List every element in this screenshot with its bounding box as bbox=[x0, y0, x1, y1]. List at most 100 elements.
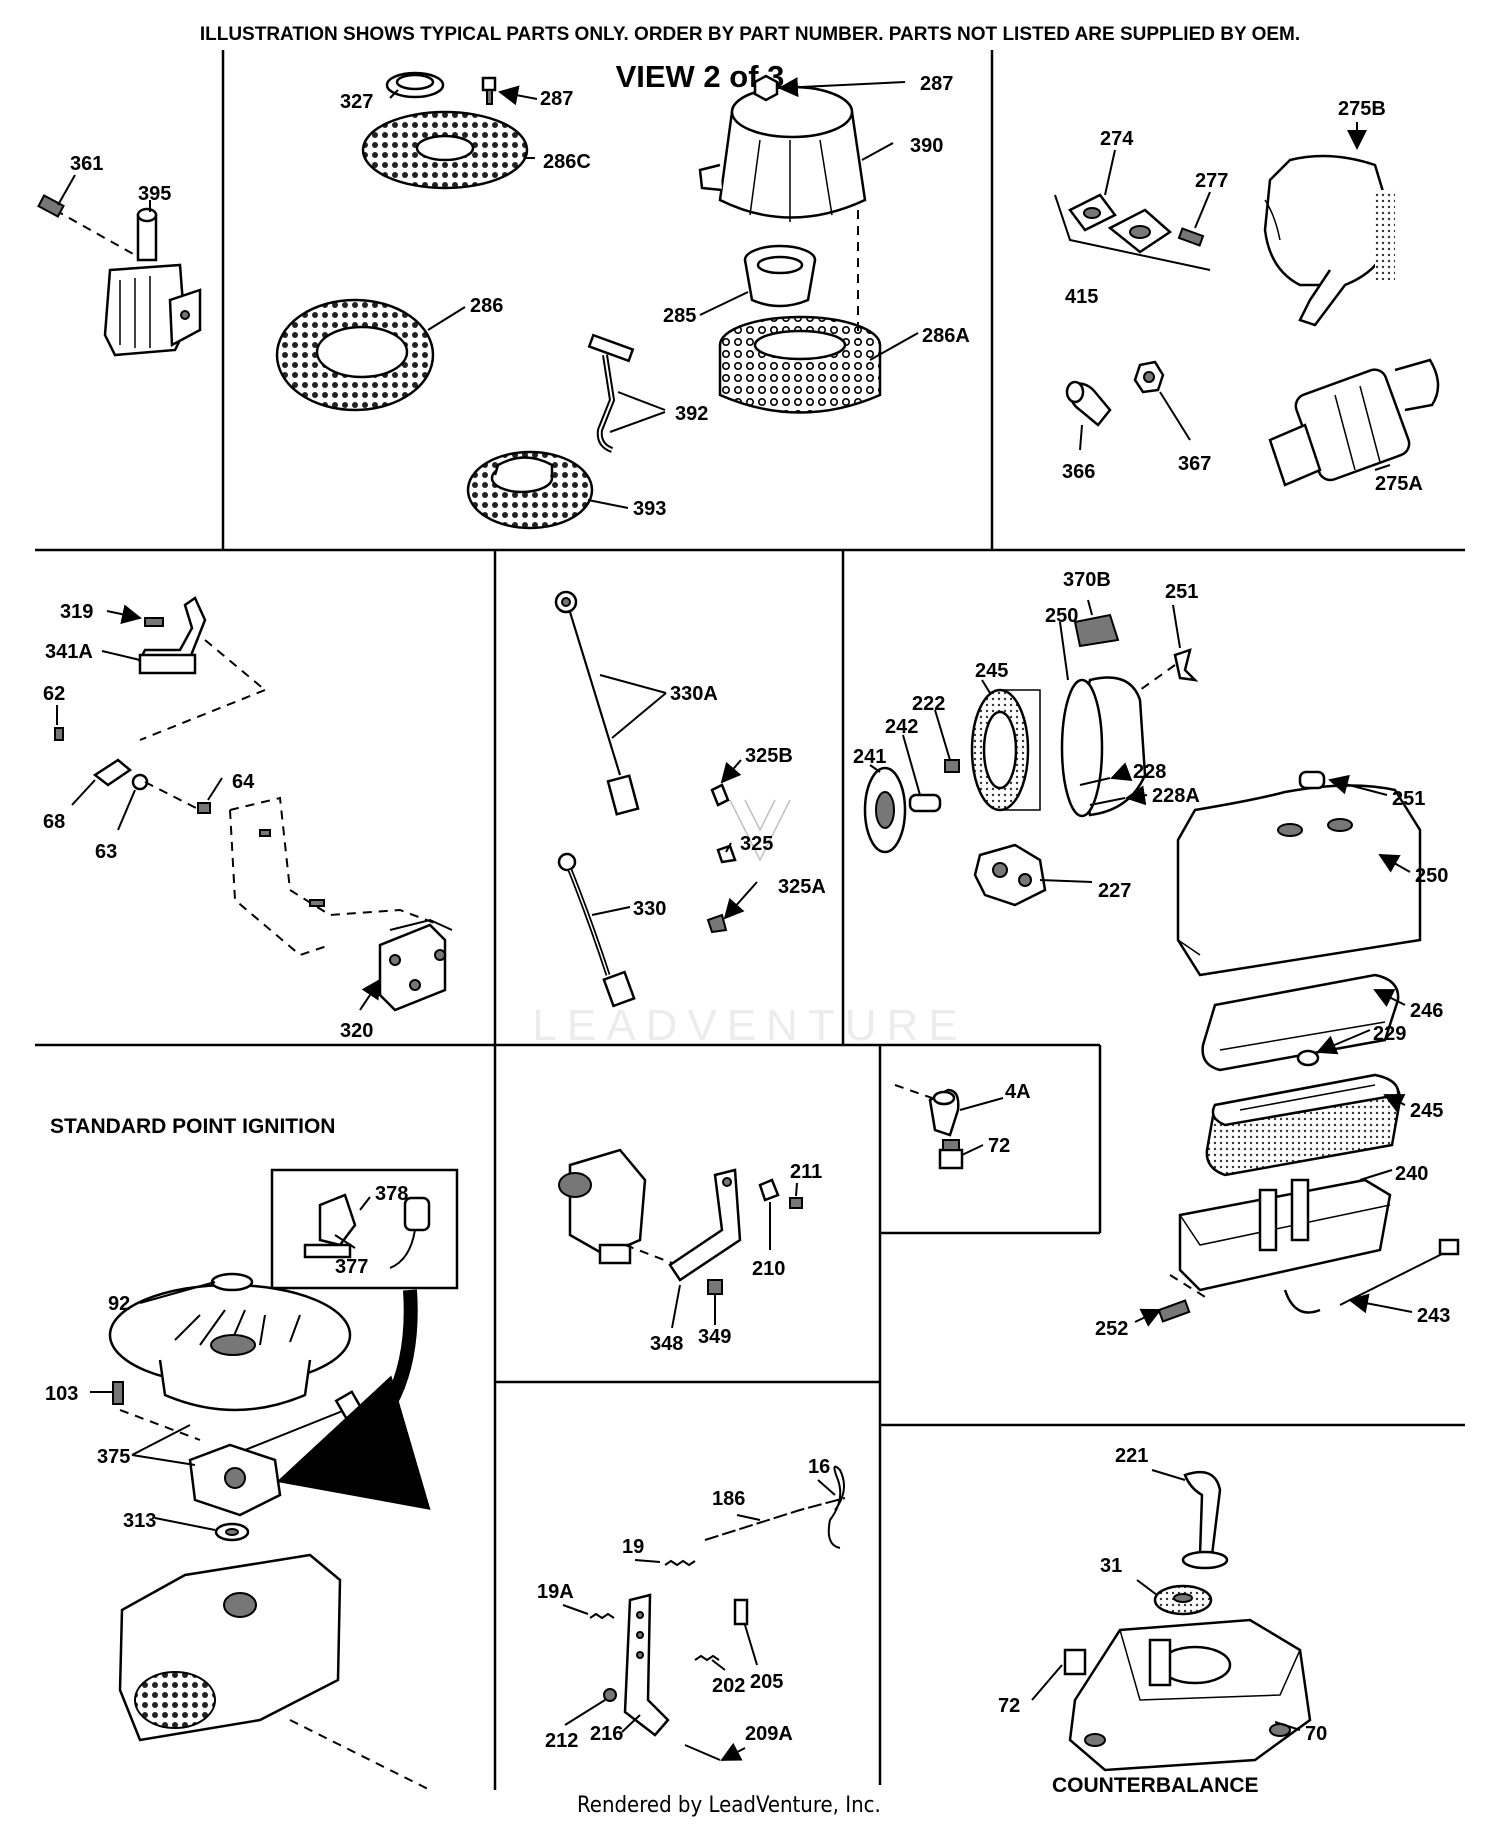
callout-labels: 361 395 327 287 286C 287 390 286 285 286… bbox=[43, 73, 1450, 1752]
base-plate-241 bbox=[863, 766, 907, 854]
section-label-counterbalance: COUNTERBALANCE bbox=[1052, 1774, 1259, 1797]
clips-325 bbox=[706, 783, 737, 934]
elbow-366 bbox=[1065, 380, 1112, 427]
callout-252: 252 bbox=[1095, 1318, 1128, 1340]
callout-341a: 341A bbox=[45, 641, 93, 663]
callout-72-fitting: 72 bbox=[988, 1135, 1010, 1157]
callout-370b: 370B bbox=[1063, 569, 1111, 591]
screw-349 bbox=[707, 1279, 723, 1295]
washer-313 bbox=[214, 1522, 250, 1542]
callout-228a: 228A bbox=[1152, 785, 1200, 807]
filter-element-245b bbox=[1205, 1073, 1402, 1177]
ignition-arrow bbox=[276, 1289, 431, 1510]
watermark-text: LEADVENTURE bbox=[532, 1001, 967, 1050]
wing-nut-251a bbox=[1139, 648, 1199, 691]
clip-68 bbox=[54, 727, 133, 787]
gasket-set-415 bbox=[1054, 193, 1211, 271]
callout-229: 229 bbox=[1373, 1023, 1406, 1045]
fitting-72a bbox=[938, 1139, 964, 1170]
crankcase-cover-70 bbox=[1068, 1618, 1312, 1772]
bolt-277 bbox=[1177, 227, 1205, 247]
governor-lever-320 bbox=[378, 918, 453, 1012]
breather-tube-392 bbox=[587, 333, 635, 453]
pre-cleaner-246 bbox=[1201, 973, 1400, 1072]
footer-rendered-by: Rendered by LeadVenture, Inc. bbox=[577, 1793, 881, 1818]
air-cleaner-base-240 bbox=[1178, 1178, 1392, 1314]
wing-nut-251b bbox=[1298, 770, 1326, 790]
throttle-bracket-348 bbox=[668, 1168, 742, 1282]
filter-element-285 bbox=[743, 244, 817, 308]
callout-212: 212 bbox=[545, 1730, 578, 1752]
screw-64 bbox=[197, 802, 211, 814]
callout-19a: 19A bbox=[537, 1581, 574, 1603]
callout-325: 325 bbox=[740, 833, 773, 855]
callout-392: 392 bbox=[675, 403, 708, 425]
filter-sleeve-250 bbox=[1060, 676, 1147, 818]
callout-68: 68 bbox=[43, 811, 65, 833]
filter-element-245a bbox=[970, 688, 1041, 812]
callout-325a: 325A bbox=[778, 876, 826, 898]
callout-375: 375 bbox=[97, 1446, 130, 1468]
bracket-227 bbox=[973, 843, 1047, 907]
callout-367: 367 bbox=[1178, 453, 1211, 475]
callout-286a: 286A bbox=[922, 325, 970, 347]
callout-393: 393 bbox=[633, 498, 666, 520]
callout-211: 211 bbox=[790, 1161, 822, 1183]
screw-287 bbox=[481, 76, 497, 105]
nut-367 bbox=[1133, 360, 1165, 394]
callout-216: 216 bbox=[590, 1723, 623, 1745]
engine-block bbox=[118, 1553, 431, 1791]
recoil-housing-390 bbox=[698, 74, 867, 222]
callout-243: 243 bbox=[1417, 1305, 1450, 1327]
callout-19: 19 bbox=[622, 1536, 644, 1558]
callout-330: 330 bbox=[633, 898, 666, 920]
governor-bracket-341a bbox=[137, 596, 266, 741]
callout-330a: 330A bbox=[670, 683, 718, 705]
choke-parts-242 bbox=[908, 759, 960, 813]
callout-227: 227 bbox=[1098, 880, 1131, 902]
points-inset-box bbox=[270, 1168, 459, 1290]
nut-212-screw-209a bbox=[603, 1688, 721, 1761]
spring-16 bbox=[827, 1465, 845, 1549]
callout-202: 202 bbox=[712, 1675, 745, 1697]
decal-370b bbox=[1073, 613, 1120, 648]
callout-287-recoil: 287 bbox=[920, 73, 953, 95]
callout-285: 285 bbox=[663, 305, 696, 327]
callout-62: 62 bbox=[43, 683, 65, 705]
callout-251: 251 bbox=[1165, 581, 1198, 603]
callout-286c: 286C bbox=[543, 151, 591, 173]
callout-275b: 275B bbox=[1338, 98, 1386, 120]
callout-31: 31 bbox=[1100, 1555, 1122, 1577]
callout-250-cover: 250 bbox=[1415, 865, 1448, 887]
gear-31 bbox=[1153, 1584, 1213, 1616]
section-label-standard-point-ignition: STANDARD POINT IGNITION bbox=[50, 1115, 335, 1138]
air-filter-286a bbox=[718, 315, 882, 414]
callout-245-element: 245 bbox=[1410, 1100, 1443, 1122]
screws-228 bbox=[1079, 777, 1126, 806]
panel-grid bbox=[35, 50, 1465, 1790]
callout-72-counterbalance: 72 bbox=[998, 1695, 1020, 1717]
callout-186: 186 bbox=[712, 1488, 745, 1510]
callout-250: 250 bbox=[1045, 605, 1078, 627]
flywheel-92 bbox=[108, 1272, 352, 1412]
callout-240: 240 bbox=[1395, 1163, 1428, 1185]
callout-221: 221 bbox=[1115, 1445, 1148, 1467]
callout-390: 390 bbox=[910, 135, 943, 157]
callout-92: 92 bbox=[108, 1293, 130, 1315]
callout-246: 246 bbox=[1410, 1000, 1443, 1022]
elbow-fitting-4a bbox=[894, 1084, 960, 1137]
condenser-378 bbox=[389, 1196, 431, 1269]
callout-348: 348 bbox=[650, 1333, 683, 1355]
callout-16: 16 bbox=[808, 1456, 830, 1478]
callout-286: 286 bbox=[470, 295, 503, 317]
springs-19 bbox=[589, 1559, 696, 1620]
watermark-logo bbox=[729, 799, 791, 862]
callout-313: 313 bbox=[123, 1510, 156, 1532]
counterbalance-shaft-221 bbox=[1181, 1470, 1229, 1570]
carburetor bbox=[558, 1148, 691, 1271]
callout-63: 63 bbox=[95, 841, 117, 863]
control-lever-216 bbox=[623, 1593, 670, 1737]
nut-229 bbox=[1296, 1049, 1320, 1067]
